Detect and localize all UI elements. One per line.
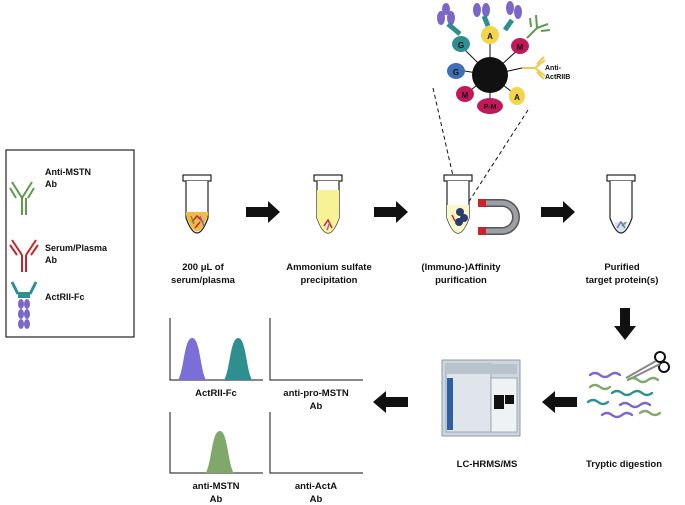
arrow-right-1: [246, 201, 280, 223]
anti-mstn-antibody-icon: [9, 181, 35, 215]
bound-actrii-fc-1: [437, 3, 462, 36]
arrow-down: [614, 308, 636, 340]
step-1-label-b: serum/plasma: [171, 275, 236, 286]
chromatogram-3-label-a: anti-MSTN: [193, 481, 240, 492]
step-2-label-a: Ammonium sulfate: [286, 262, 372, 273]
anti-actriib-label-1: Anti-: [545, 65, 562, 72]
arrow-left-2: [373, 391, 408, 413]
chromatogram-2-label-b: Ab: [310, 401, 323, 412]
protein-a-2: [509, 87, 525, 105]
step-3-label-b: purification: [435, 275, 487, 286]
step-4-label-a: Purified: [604, 262, 640, 273]
bead-label-pm: P-M: [484, 104, 497, 111]
affinity-bead: G A M G M P-M A Anti- ActRIIB: [437, 1, 570, 114]
chromatogram-axis-4: [269, 412, 363, 474]
legend: Anti-MSTN Ab Serum/Plasma Ab ActRII-Fc: [5, 149, 135, 338]
step-6-label: LC-HRMS/MS: [457, 459, 518, 470]
legend-label-2a: Serum/Plasma: [45, 243, 108, 253]
protein-g-2: [447, 63, 465, 79]
bead-label-g2: G: [453, 68, 459, 77]
chromatogram-1-label: ActRII-Fc: [195, 388, 237, 399]
legend-label-1a: Anti-MSTN: [45, 167, 91, 177]
step-2-label-b: precipitation: [300, 275, 357, 286]
tube-serum: [182, 174, 212, 234]
bead-label-a1: A: [487, 32, 493, 41]
chromatogram-4-label-a: anti-ActA: [295, 481, 337, 492]
chromatogram-3-peak-1: [205, 431, 234, 473]
bead-label-m2: M: [462, 91, 469, 100]
peaks-layer: [178, 338, 253, 473]
anti-actriib-antibody: [522, 56, 546, 80]
magnet-icon: [478, 199, 520, 235]
arrow-right-3: [541, 201, 575, 223]
protein-m-2: [456, 86, 474, 102]
step-3-label-a: (Immuno-)Affinity: [421, 262, 501, 273]
legend-label-1b: Ab: [45, 179, 57, 189]
tube-purified: [606, 174, 636, 234]
step-5-label: Tryptic digestion: [586, 459, 662, 470]
actrii-fc-icon: [10, 281, 38, 329]
tube-precipitation: [313, 174, 343, 234]
chromatogram-3-label-b: Ab: [210, 494, 223, 505]
bead-label-g1: G: [458, 41, 464, 50]
step-4-label-b: target protein(s): [586, 275, 659, 286]
chromatogram-1-peak-2: [224, 338, 253, 380]
chromatogram-2-label-a: anti-pro-MSTN: [283, 388, 349, 399]
bead-label-a2: A: [514, 93, 520, 102]
chromatogram-1-peak-1: [178, 338, 207, 380]
legend-label-3a: ActRII-Fc: [45, 292, 85, 302]
legend-label-2b: Ab: [45, 255, 57, 265]
protein-a-1: [481, 26, 499, 44]
protein-pm: [477, 98, 503, 114]
protein-m-1: [511, 38, 529, 54]
bead-label-m1: M: [517, 43, 524, 52]
arrow-left-1: [542, 391, 577, 413]
scissors-icon: [625, 351, 670, 381]
bead-core: [472, 57, 508, 93]
anti-actriib-label-2: ActRIIB: [545, 74, 570, 81]
chromatogram-axis-2: [269, 318, 363, 381]
chromatogram-4-label-b: Ab: [310, 494, 323, 505]
peptide-fragments: [586, 371, 662, 419]
tube-affinity: [443, 174, 473, 234]
lc-hrms-instrument: [441, 359, 521, 437]
bound-actrii-fc-2: [473, 3, 491, 27]
bound-anti-mstn: [526, 14, 551, 39]
zoom-line-right: [467, 109, 529, 204]
bound-actrii-fc-3: [502, 1, 522, 32]
arrow-right-2: [374, 201, 408, 223]
protein-g-1: [452, 36, 470, 52]
serum-antibody-icon: [9, 239, 39, 272]
step-1-label-a: 200 μL of: [182, 262, 224, 273]
